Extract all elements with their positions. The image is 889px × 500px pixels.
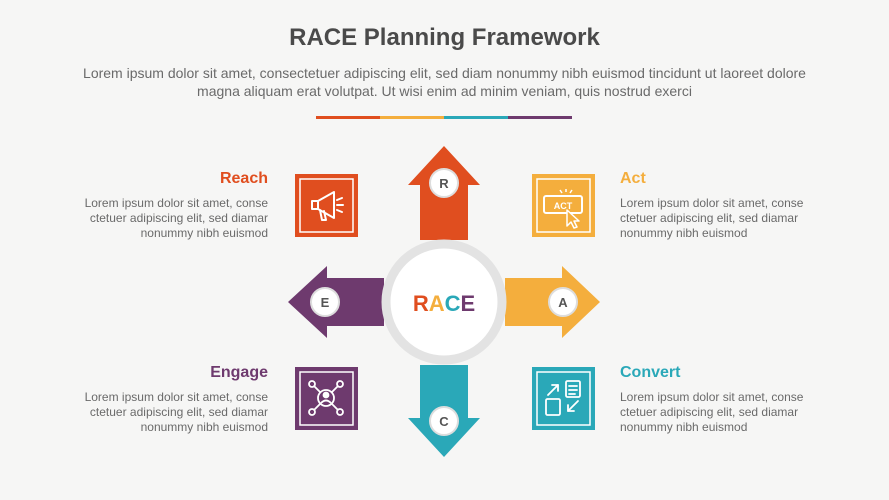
center-letter-c: C xyxy=(445,291,461,316)
convert-badge: C xyxy=(429,406,459,436)
engage-description: Lorem ipsum dolor sit amet, conse ctetue… xyxy=(84,390,268,434)
act-click-icon: ACT xyxy=(543,189,583,229)
divider-convert xyxy=(444,116,508,119)
center-label: RACE xyxy=(413,291,475,316)
engage-icon-box xyxy=(295,367,358,430)
reach-title: Reach xyxy=(219,170,268,187)
engage-title: Engage xyxy=(210,364,268,381)
convert-description: Lorem ipsum dolor sit amet, conse ctetue… xyxy=(620,390,804,434)
reach-badge-letter: R xyxy=(439,176,449,191)
engage-badge-letter: E xyxy=(321,295,330,310)
act-description: Lorem ipsum dolor sit amet, conse ctetue… xyxy=(620,196,804,240)
act-title: Act xyxy=(620,170,646,187)
act-icon-text: ACT xyxy=(554,201,573,211)
convert-title: Convert xyxy=(620,364,681,381)
megaphone-icon xyxy=(311,191,344,221)
engage-badge: E xyxy=(310,287,340,317)
center-letter-e: E xyxy=(460,291,475,316)
center-letter-a: A xyxy=(429,291,445,316)
convert-badge-letter: C xyxy=(439,414,449,429)
center-letter-r: R xyxy=(413,291,429,316)
act-badge-letter: A xyxy=(558,295,568,310)
divider-act xyxy=(380,116,444,119)
center-ring xyxy=(381,239,507,365)
convert-icon-box xyxy=(532,367,595,430)
convert-icon xyxy=(545,380,581,416)
act-icon-box: ACT xyxy=(532,174,595,237)
reach-badge: R xyxy=(429,168,459,198)
divider-engage xyxy=(508,116,572,119)
page-title: RACE Planning Framework xyxy=(289,24,600,51)
reach-icon-box xyxy=(295,174,358,237)
divider-reach xyxy=(316,116,380,119)
act-badge: A xyxy=(548,287,578,317)
engage-network-icon xyxy=(308,380,344,416)
page-subtitle: Lorem ipsum dolor sit amet, consectetuer… xyxy=(83,65,806,99)
reach-description: Lorem ipsum dolor sit amet, conse ctetue… xyxy=(84,196,268,240)
